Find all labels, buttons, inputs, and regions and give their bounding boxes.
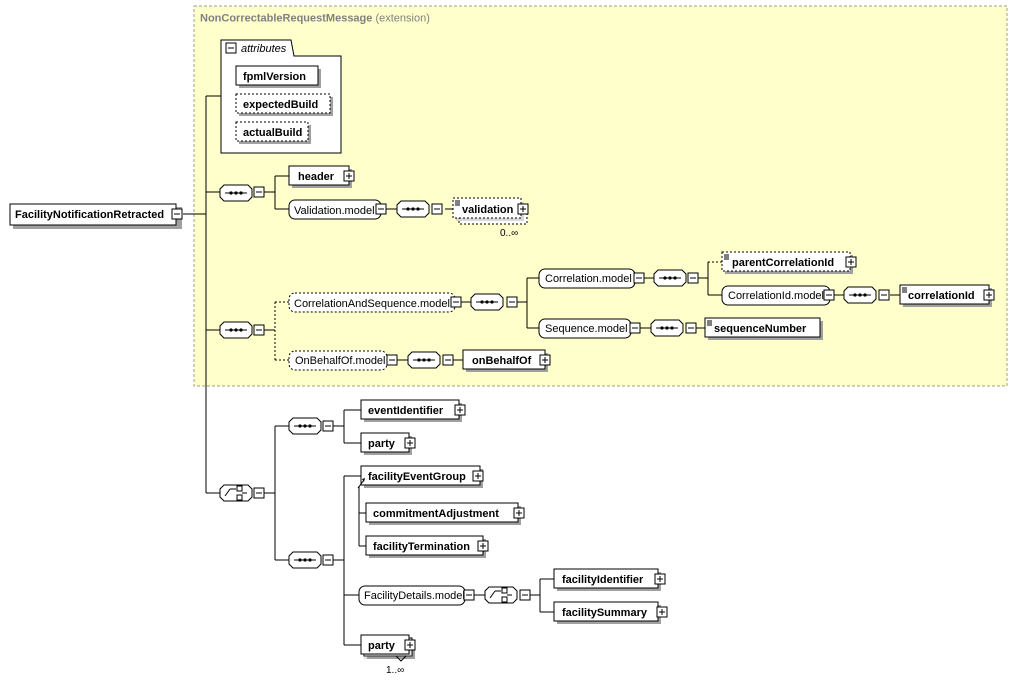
facility-termination-label: facilityTermination	[373, 541, 470, 553]
svg-text:NonCorrectableRequestMessage (: NonCorrectableRequestMessage (extension)	[200, 13, 430, 25]
group-correlation-id-model[interactable]: CorrelationId.model	[721, 285, 835, 306]
attributes-group: attributes fpmlVersion expectedBuild act…	[220, 39, 342, 154]
element-header[interactable]: header	[288, 165, 355, 188]
sequence-number-label: sequenceNumber	[714, 323, 807, 335]
correlation-and-sequence-model-label: CorrelationAndSequence.model	[294, 298, 450, 310]
element-facility-identifier[interactable]: facilityIdentifier	[553, 568, 666, 591]
root-label: FacilityNotificationRetracted	[15, 209, 164, 221]
choice-compositor	[219, 484, 265, 502]
group-sequence-model[interactable]: Sequence.model	[538, 318, 641, 339]
party-1-label: party	[368, 438, 396, 450]
sequence-compositor-7	[650, 319, 697, 337]
sequence-compositor-6	[843, 286, 890, 304]
sequence-compositor-4	[470, 293, 518, 311]
element-commitment-adjustment[interactable]: commitmentAdjustment	[365, 502, 525, 525]
on-behalf-of-model-label: OnBehalfOf.model	[295, 355, 386, 367]
validation-model-label: Validation.model	[294, 205, 375, 217]
on-behalf-of-label: onBehalfOf	[472, 355, 532, 367]
facility-summary-label: facilitySummary	[562, 607, 648, 619]
facility-details-model-label: FacilityDetails.model	[364, 590, 465, 602]
facility-event-group-label: facilityEventGroup	[368, 471, 466, 483]
root-element[interactable]: FacilityNotificationRetracted	[9, 203, 183, 229]
group-correlation-and-sequence-model[interactable]: CorrelationAndSequence.model	[288, 292, 462, 313]
commitment-adjustment-label: commitmentAdjustment	[373, 508, 499, 520]
group-facility-details-model[interactable]: FacilityDetails.model	[358, 585, 475, 606]
event-identifier-label: eventIdentifier	[368, 405, 444, 417]
parent-correlation-id-label: parentCorrelationId	[732, 257, 834, 269]
element-validation[interactable]: validation 0..∞	[452, 197, 529, 239]
sequence-compositor-3	[396, 200, 443, 218]
correlation-id-label: correlationId	[908, 290, 975, 302]
element-facility-termination[interactable]: facilityTermination	[365, 535, 489, 558]
sequence-model-label: Sequence.model	[545, 323, 628, 335]
party-2-occurrence: 1..∞	[386, 665, 404, 676]
correlation-id-model-label: CorrelationId.model	[728, 290, 824, 302]
attribute-actual-build: actualBuild	[243, 127, 302, 139]
validation-label: validation	[462, 204, 514, 216]
element-facility-summary[interactable]: facilitySummary	[553, 601, 668, 624]
element-facility-event-group[interactable]: facilityEventGroup	[357, 465, 484, 489]
element-party-1[interactable]: party	[360, 432, 416, 455]
sequence-compositor-5	[653, 269, 699, 287]
element-event-identifier[interactable]: eventIdentifier	[360, 399, 466, 422]
element-correlation-id[interactable]: correlationId	[899, 284, 995, 307]
group-validation-model[interactable]: Validation.model	[288, 199, 387, 220]
choice-compositor-2	[484, 586, 531, 604]
element-parent-correlation-id[interactable]: parentCorrelationId	[721, 251, 857, 274]
party-2-label: party	[368, 640, 396, 652]
element-on-behalf-of[interactable]: onBehalfOf	[462, 349, 551, 372]
sequence-compositor-8	[407, 351, 454, 369]
group-on-behalf-of-model[interactable]: OnBehalfOf.model	[288, 350, 398, 371]
element-sequence-number[interactable]: sequenceNumber	[704, 317, 823, 340]
facility-identifier-label: facilityIdentifier	[562, 574, 644, 586]
correlation-model-label: Correlation.model	[545, 273, 632, 285]
connectors	[183, 95, 900, 646]
header-label: header	[298, 171, 335, 183]
group-correlation-model[interactable]: Correlation.model	[538, 268, 645, 289]
sequence-compositor-10	[288, 551, 334, 569]
sequence-compositor-1	[219, 184, 265, 202]
extension-suffix-text: (extension)	[375, 13, 429, 25]
attributes-title: attributes	[241, 43, 287, 55]
sequence-compositor-9	[288, 417, 334, 435]
sequence-compositor-2	[219, 321, 265, 339]
attribute-fpml-version: fpmlVersion	[243, 71, 306, 83]
validation-occurrence: 0..∞	[500, 228, 518, 239]
element-party-2[interactable]: party 1..∞	[360, 634, 416, 676]
extension-type-name: NonCorrectableRequestMessage	[200, 13, 372, 25]
attribute-expected-build: expectedBuild	[243, 99, 318, 111]
